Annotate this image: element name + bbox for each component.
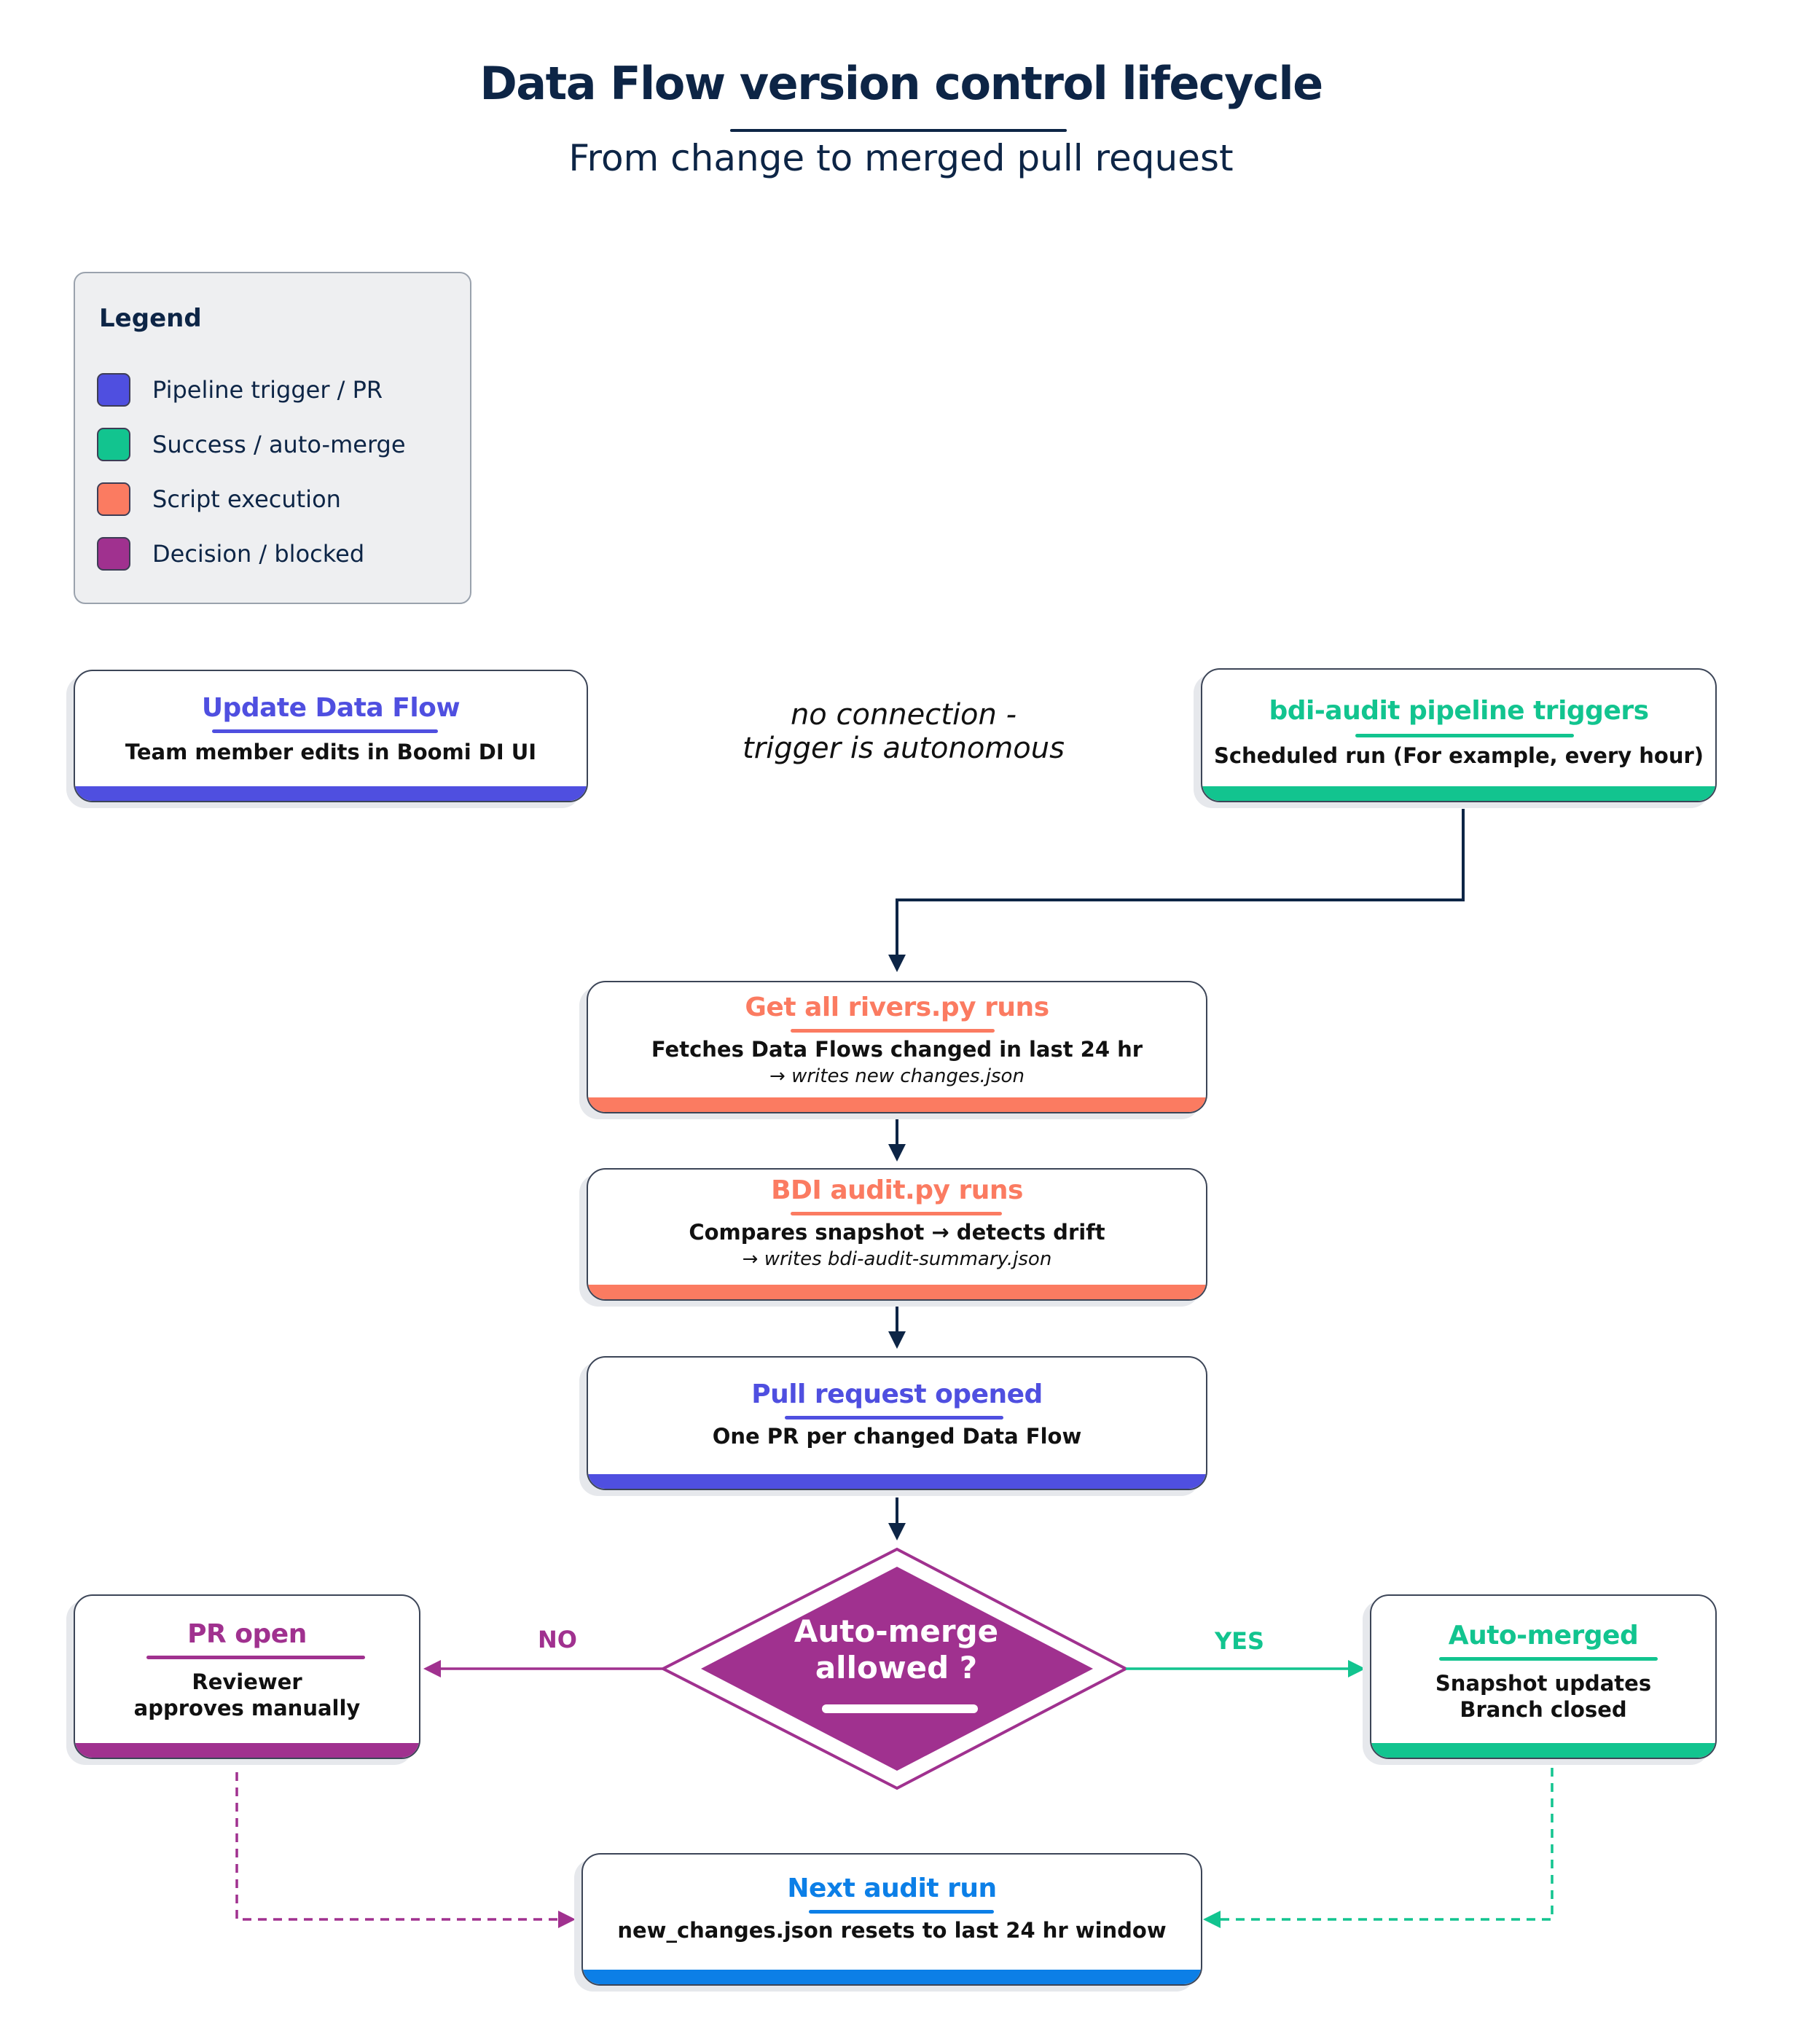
title-underline xyxy=(730,129,1067,132)
node-title: BDI audit.py runs xyxy=(771,1175,1023,1205)
page-title: Data Flow version control lifecycle xyxy=(479,57,1323,110)
legend-item-decision: Decision / blocked xyxy=(97,537,364,571)
node-subtitle: Team member edits in Boomi DI UI xyxy=(125,740,537,764)
legend-swatch-purple xyxy=(97,537,130,571)
node-title-underline xyxy=(791,1029,995,1033)
node-bdi-audit: BDI audit.py runs Compares snapshot → de… xyxy=(587,1168,1207,1301)
decision-line-2: allowed ? xyxy=(815,1650,978,1685)
node-note: → writes new changes.json xyxy=(769,1065,1025,1087)
legend-swatch-green xyxy=(97,428,130,461)
node-title-underline xyxy=(212,729,438,733)
node-get-rivers: Get all rivers.py runs Fetches Data Flow… xyxy=(587,981,1207,1113)
node-accent-bar xyxy=(75,1743,419,1758)
autonomous-trigger-note: no connection - trigger is autonomous xyxy=(714,698,1093,765)
legend-item-script: Script execution xyxy=(97,482,341,516)
legend-item-pipeline: Pipeline trigger / PR xyxy=(97,373,383,407)
node-title: Next audit run xyxy=(787,1873,997,1903)
edge-auto-merged-to-next-audit xyxy=(1203,1768,1554,1928)
node-title-underline xyxy=(1439,1657,1658,1661)
node-accent-bar xyxy=(1202,786,1715,801)
note-line-2: trigger is autonomous xyxy=(743,732,1065,765)
node-subtitle-line-1: Snapshot updates xyxy=(1435,1671,1652,1696)
node-subtitle: new_changes.json resets to last 24 hr wi… xyxy=(617,1918,1167,1943)
legend-label: Script execution xyxy=(152,485,341,513)
node-pr-open: PR open Reviewer approves manually xyxy=(74,1594,420,1759)
node-accent-bar xyxy=(75,786,587,801)
node-subtitle-line-2: Branch closed xyxy=(1460,1697,1627,1722)
page-subtitle: From change to merged pull request xyxy=(568,137,1234,179)
node-subtitle: One PR per changed Data Flow xyxy=(712,1424,1082,1449)
legend-label: Pipeline trigger / PR xyxy=(152,376,383,404)
node-accent-bar xyxy=(588,1097,1206,1112)
node-accent-bar xyxy=(1371,1743,1715,1758)
node-subtitle: Compares snapshot → detects drift xyxy=(689,1220,1105,1245)
node-title-underline xyxy=(809,1910,994,1914)
legend-panel: Legend Pipeline trigger / PR Success / a… xyxy=(74,272,471,604)
node-auto-merged: Auto-merged Snapshot updates Branch clos… xyxy=(1370,1594,1717,1759)
node-note: → writes bdi-audit-summary.json xyxy=(742,1248,1052,1270)
node-title-underline xyxy=(146,1656,365,1659)
node-accent-bar xyxy=(588,1285,1206,1299)
node-title: PR open xyxy=(187,1619,307,1649)
node-pull-request-opened: Pull request opened One PR per changed D… xyxy=(587,1356,1207,1490)
decision-diamond-fill xyxy=(701,1567,1093,1771)
edge-trigger-to-rivers xyxy=(888,809,1465,972)
node-accent-bar xyxy=(588,1474,1206,1489)
node-title: Auto-merged xyxy=(1448,1621,1639,1651)
edge-pr-open-to-next-audit xyxy=(235,1772,576,1928)
legend-swatch-coral xyxy=(97,482,130,516)
node-audit-pipeline-trigger: bdi-audit pipeline triggers Scheduled ru… xyxy=(1201,668,1717,802)
decision-underline xyxy=(822,1704,978,1713)
note-line-1: no connection - xyxy=(790,698,1017,732)
legend-item-success: Success / auto-merge xyxy=(97,428,406,461)
decision-line-1: Auto-merge xyxy=(794,1613,999,1649)
legend-label: Success / auto-merge xyxy=(152,431,406,458)
node-update-data-flow: Update Data Flow Team member edits in Bo… xyxy=(74,670,588,802)
node-title-underline xyxy=(1355,734,1574,737)
edge-label-no: NO xyxy=(538,1626,577,1653)
decision-label: Auto-merge allowed ? xyxy=(765,1613,1027,1686)
legend-label: Decision / blocked xyxy=(152,540,365,568)
legend-swatch-indigo xyxy=(97,373,130,407)
node-title: Get all rivers.py runs xyxy=(745,992,1049,1022)
node-subtitle-line-1: Reviewer xyxy=(192,1669,302,1694)
node-subtitle-line-2: approves manually xyxy=(133,1696,361,1720)
edge-label-yes: YES xyxy=(1215,1627,1265,1655)
node-next-audit-run: Next audit run new_changes.json resets t… xyxy=(581,1853,1202,1986)
legend-title: Legend xyxy=(99,304,202,333)
node-title-underline xyxy=(785,1416,1003,1420)
node-accent-bar xyxy=(583,1970,1201,1984)
node-title-underline xyxy=(791,1212,1002,1215)
node-title: Update Data Flow xyxy=(201,693,461,723)
node-title: bdi-audit pipeline triggers xyxy=(1269,696,1649,726)
node-subtitle: Scheduled run (For example, every hour) xyxy=(1213,743,1704,768)
node-subtitle: Fetches Data Flows changed in last 24 hr xyxy=(651,1037,1143,1062)
node-title: Pull request opened xyxy=(751,1379,1043,1409)
